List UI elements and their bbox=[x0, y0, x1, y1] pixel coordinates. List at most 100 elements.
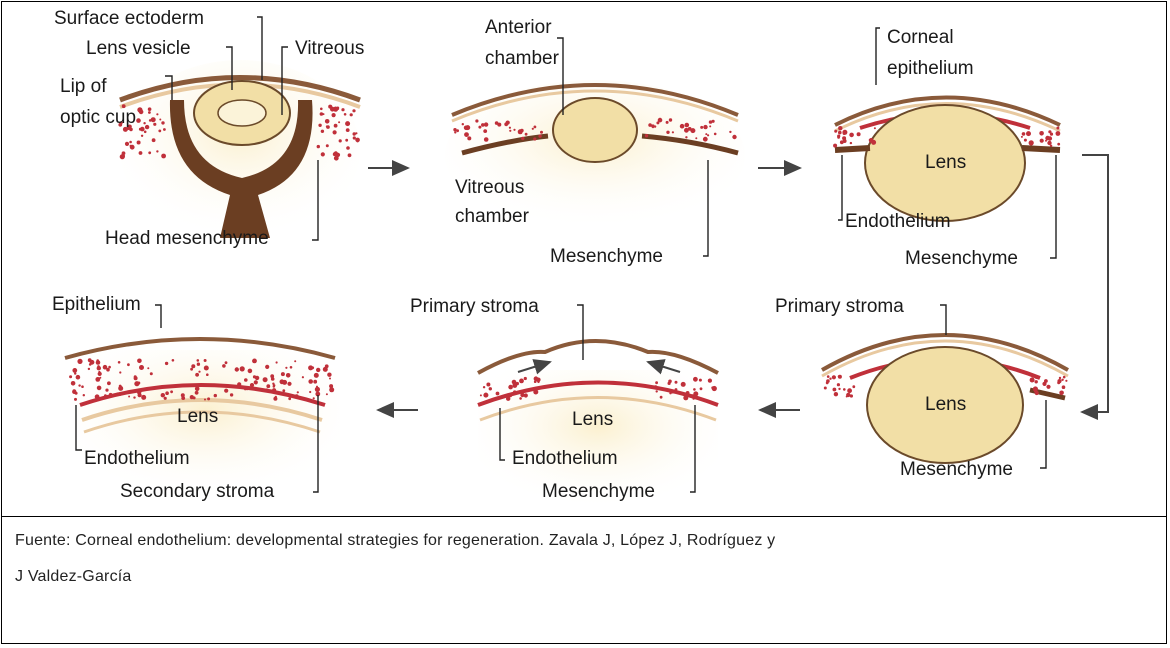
mesenchyme-cell bbox=[483, 129, 487, 133]
mesenchyme-cell bbox=[826, 379, 830, 383]
mesenchyme-cell bbox=[675, 381, 678, 384]
mesenchyme-cell bbox=[325, 364, 329, 368]
mesenchyme-cell bbox=[525, 133, 528, 136]
mesenchyme-cell bbox=[700, 387, 703, 390]
mesenchyme-cell bbox=[874, 127, 876, 129]
label-mesenchyme-stage-2: Mesenchyme bbox=[550, 246, 663, 267]
mesenchyme-cell bbox=[141, 135, 143, 137]
mesenchyme-cell bbox=[666, 131, 669, 134]
mesenchyme-cell bbox=[1035, 380, 1038, 383]
mesenchyme-cell bbox=[1056, 131, 1061, 136]
mesenchyme-cell bbox=[1057, 381, 1060, 384]
mesenchyme-cell bbox=[533, 137, 536, 140]
mesenchyme-cell bbox=[197, 359, 200, 362]
mesenchyme-cell bbox=[857, 132, 861, 136]
mesenchyme-cell bbox=[333, 130, 337, 134]
label-primary-stroma-stage-5: Primary stroma bbox=[410, 296, 539, 317]
mesenchyme-cell bbox=[838, 375, 840, 377]
mesenchyme-cell bbox=[96, 360, 101, 365]
mesenchyme-cell bbox=[346, 146, 350, 150]
mesenchyme-cell bbox=[703, 137, 708, 142]
label-anterior-chamber-line1: Anterior bbox=[485, 17, 552, 38]
mesenchyme-cell bbox=[333, 152, 337, 156]
mesenchyme-cell bbox=[109, 393, 112, 396]
mesenchyme-cell bbox=[732, 135, 736, 139]
mesenchyme-cell bbox=[675, 388, 678, 391]
mesenchyme-cell bbox=[151, 117, 156, 122]
mesenchyme-cell bbox=[316, 368, 320, 372]
mesenchyme-cell bbox=[338, 121, 340, 123]
mesenchyme-cell bbox=[465, 125, 470, 130]
mesenchyme-cell bbox=[669, 118, 672, 121]
mesenchyme-cell bbox=[129, 141, 132, 144]
mesenchyme-cell bbox=[275, 396, 277, 398]
mesenchyme-cell bbox=[81, 385, 84, 388]
mesenchyme-cell bbox=[656, 390, 658, 392]
mesenchyme-cell bbox=[489, 387, 492, 390]
label-lip-of-optic-cup-line1: Lip of bbox=[60, 76, 107, 97]
mesenchyme-cell bbox=[520, 393, 524, 397]
label-endothelium-stage-3: Endothelium bbox=[845, 211, 951, 232]
mesenchyme-cell bbox=[483, 386, 485, 388]
mesenchyme-cell bbox=[524, 377, 527, 380]
mesenchyme-cell bbox=[271, 377, 275, 381]
mesenchyme-cell bbox=[139, 365, 144, 370]
mesenchyme-cell bbox=[281, 372, 285, 376]
mesenchyme-cell bbox=[330, 105, 332, 107]
mesenchyme-cell bbox=[669, 392, 671, 394]
label-lens-stage-3: Lens bbox=[925, 152, 966, 173]
mesenchyme-cell bbox=[141, 395, 146, 400]
mesenchyme-cell bbox=[105, 389, 108, 392]
mesenchyme-cell bbox=[198, 371, 200, 373]
mesenchyme-cell bbox=[195, 386, 200, 391]
mesenchyme-cell bbox=[326, 144, 329, 147]
mesenchyme-cell bbox=[159, 119, 161, 121]
mesenchyme-cell bbox=[1062, 385, 1066, 389]
mesenchyme-cell bbox=[1046, 138, 1048, 140]
mesenchyme-cell bbox=[329, 378, 331, 380]
mesenchyme-cell bbox=[170, 390, 173, 393]
label-mesenchyme-stage-4: Mesenchyme bbox=[900, 459, 1013, 480]
mesenchyme-cell bbox=[1026, 131, 1031, 136]
mesenchyme-cell bbox=[350, 113, 353, 116]
mesenchyme-cell bbox=[197, 363, 200, 366]
mesenchyme-cell bbox=[1063, 376, 1066, 379]
mesenchyme-cell bbox=[148, 107, 152, 111]
label-lens-stage-5: Lens bbox=[572, 409, 613, 430]
mesenchyme-cell bbox=[353, 132, 356, 135]
mesenchyme-cell bbox=[480, 394, 482, 396]
mesenchyme-cell bbox=[134, 375, 137, 378]
mesenchyme-cell bbox=[683, 395, 688, 400]
mesenchyme-cell bbox=[69, 375, 72, 378]
mesenchyme-cell bbox=[519, 397, 522, 400]
mesenchyme-cell bbox=[672, 131, 674, 133]
mesenchyme-cell bbox=[144, 131, 147, 134]
label-secondary-stroma-stage-6: Secondary stroma bbox=[120, 481, 275, 502]
mesenchyme-cell bbox=[248, 369, 253, 374]
mesenchyme-cell bbox=[1048, 130, 1051, 133]
mesenchyme-cell bbox=[1046, 385, 1050, 389]
mesenchyme-cell bbox=[90, 360, 95, 365]
mesenchyme-cell bbox=[244, 378, 248, 382]
mesenchyme-cell bbox=[254, 380, 258, 384]
mesenchyme-cell bbox=[235, 367, 239, 371]
mesenchyme-cell bbox=[237, 382, 241, 386]
mesenchyme-cell bbox=[655, 381, 658, 384]
mesenchyme-cell bbox=[320, 108, 323, 111]
mesenchyme-cell bbox=[317, 145, 320, 148]
mesenchyme-cell bbox=[467, 136, 471, 140]
mesenchyme-cell bbox=[709, 125, 711, 127]
mesenchyme-cell bbox=[346, 128, 350, 132]
mesenchyme-cell bbox=[1042, 382, 1046, 386]
mesenchyme-cell bbox=[509, 130, 511, 132]
mesenchyme-cell bbox=[138, 393, 142, 397]
mesenchyme-cell bbox=[356, 140, 358, 142]
mesenchyme-cell bbox=[660, 396, 663, 399]
mesenchyme-cell bbox=[481, 123, 485, 127]
label-anterior-chamber-line2: chamber bbox=[485, 48, 560, 69]
mesenchyme-cell bbox=[682, 393, 685, 396]
mesenchyme-cell bbox=[850, 142, 852, 144]
mesenchyme-cell bbox=[263, 377, 268, 382]
mesenchyme-cell bbox=[309, 391, 311, 393]
mesenchyme-cell bbox=[193, 396, 196, 399]
